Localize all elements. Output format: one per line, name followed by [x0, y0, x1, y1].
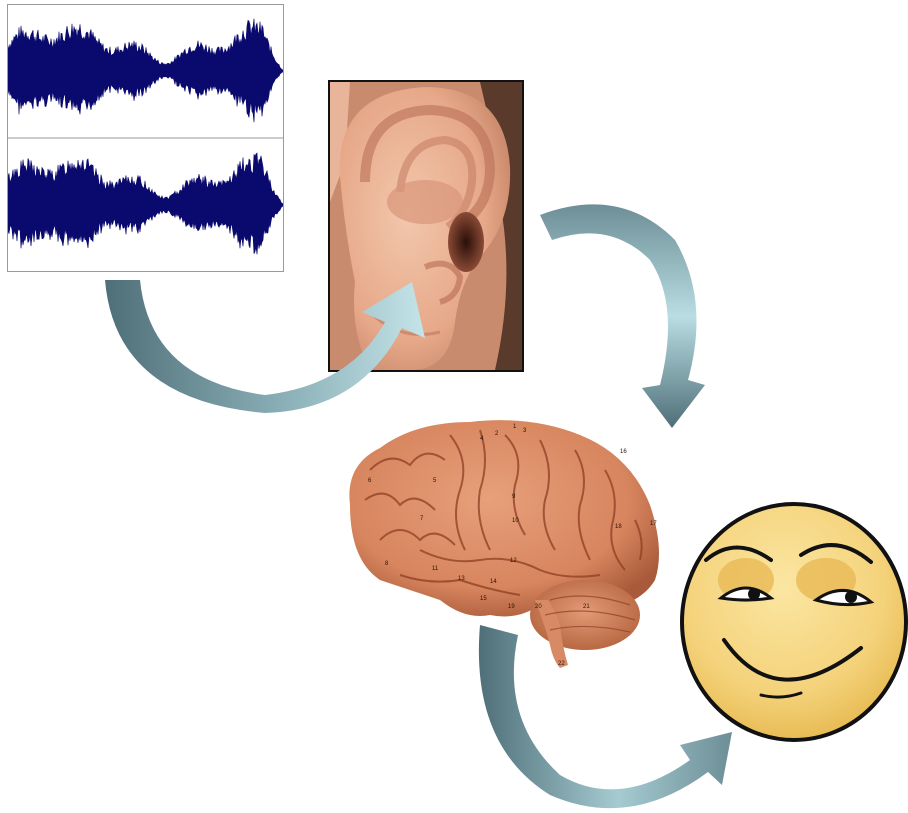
brain-label-16: 16: [620, 449, 627, 455]
smiley-face: [676, 500, 908, 745]
brain-label-20: 20: [535, 604, 542, 610]
waveform-icon: [8, 5, 283, 271]
brain-label-15: 15: [480, 596, 487, 602]
ear-image: [328, 80, 524, 372]
ear-icon: [330, 82, 522, 370]
brain-label-19: 19: [508, 604, 515, 610]
smiley-face-outline: [682, 504, 906, 740]
brain-label-17: 17: [650, 521, 657, 527]
smiley-face-icon: [676, 500, 908, 745]
waveform-channel-1: [8, 19, 283, 123]
brain-label-14: 14: [490, 579, 497, 585]
brain-label-11: 11: [432, 566, 439, 572]
arrow-ear-to-brain: [540, 204, 705, 428]
brain-label-10: 10: [512, 518, 519, 524]
brain-label-12: 12: [510, 558, 517, 564]
waveform-channel-2: [8, 153, 283, 254]
brain-image: 12345678910111213141516171819202122: [340, 410, 670, 675]
brain-label-18: 18: [615, 524, 622, 530]
brain-label-13: 13: [458, 576, 465, 582]
brain-icon: 12345678910111213141516171819202122: [340, 410, 670, 675]
brain-label-22: 22: [558, 661, 565, 667]
waveform-panel: [7, 4, 284, 272]
brain-label-21: 21: [583, 604, 590, 610]
